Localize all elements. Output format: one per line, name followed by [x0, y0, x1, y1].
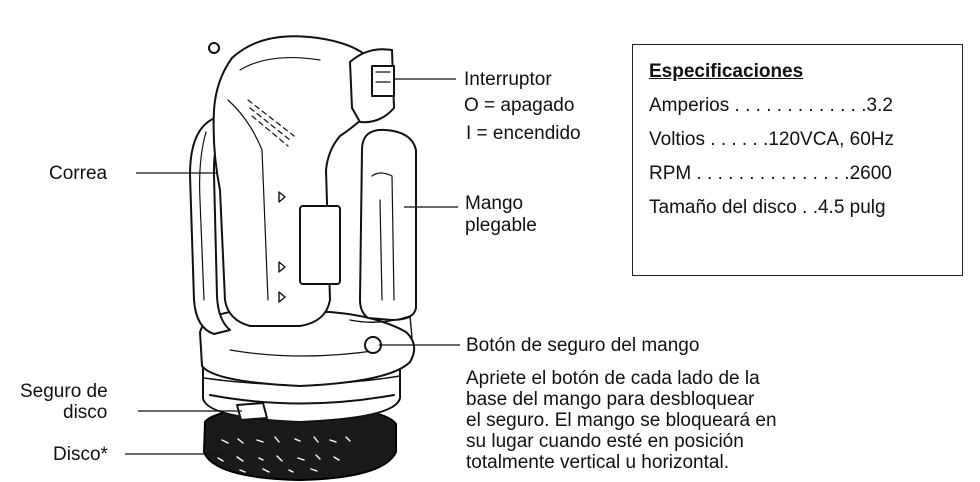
spec-row-disc-size: Tamaño del disco . .4.5 pulg	[649, 197, 886, 218]
disc-lock-label-line2: disco	[63, 402, 108, 423]
note-line: base del mango para desbloquear	[466, 389, 755, 410]
switch-label: Interruptor	[464, 69, 552, 90]
lock-instructions: Apriete el botón de cada lado de la base…	[466, 368, 777, 473]
spec-row-amps: Amperios . . . . . . . . . . . . .3.2	[649, 95, 893, 116]
folding-handle	[349, 128, 417, 339]
spec-row-rpm: RPM . . . . . . . . . . . . . . .2600	[649, 163, 892, 184]
spec-row-volts: Voltios . . . . . .120VCA, 60Hz	[649, 129, 895, 150]
disc-lock-tab	[236, 402, 268, 421]
switch-on-label: I = encendido	[466, 123, 581, 144]
handle-lock-button	[364, 336, 382, 354]
disc-label: Disco*	[53, 444, 108, 465]
strap-label: Correa	[49, 163, 108, 184]
note-line: el seguro. El mango se bloqueará en	[466, 410, 777, 431]
housing-body	[208, 35, 381, 327]
lock-button-label: Botón de seguro del mango	[466, 335, 700, 356]
specifications-box: Especificaciones Amperios . . . . . . . …	[632, 44, 963, 276]
folding-handle-label-line2: plegable	[465, 215, 537, 236]
folding-handle-label-line1: Mango	[465, 193, 524, 214]
disc-lock-label-line1: Seguro de	[20, 381, 108, 402]
note-line: totalmente vertical u horizontal.	[466, 452, 729, 473]
note-line: Apriete el botón de cada lado de la	[466, 368, 760, 389]
specifications-title: Especificaciones	[649, 61, 804, 82]
note-line: su lugar cuando esté en posición	[466, 431, 744, 452]
power-switch	[349, 48, 395, 124]
switch-off-label: O = apagado	[464, 95, 575, 116]
